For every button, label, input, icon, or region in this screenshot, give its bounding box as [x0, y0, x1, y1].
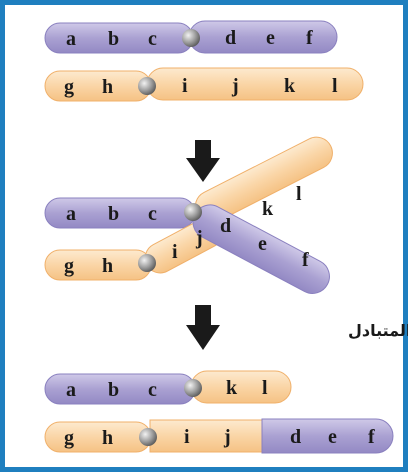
gene-label: h — [102, 427, 113, 449]
gene-label: i — [182, 75, 188, 97]
gene-label: k — [262, 198, 274, 220]
stage-3: a b c k l g h i j d e f — [44, 370, 394, 454]
gene-label: e — [258, 233, 267, 255]
chromosome-bottom — [44, 418, 394, 454]
gene-label: l — [262, 377, 268, 399]
centromere — [138, 77, 156, 95]
down-arrow-icon — [186, 140, 220, 182]
gene-label: j — [231, 75, 239, 97]
gene-label: g — [64, 255, 74, 277]
gene-label: b — [108, 28, 119, 50]
caption-translocation: الانتقال المتبادل — [348, 321, 408, 340]
purple-arm-tail — [261, 418, 394, 454]
gene-label: i — [172, 241, 178, 263]
gene-label: g — [64, 76, 74, 98]
gene-label: i — [184, 426, 190, 448]
gene-label: b — [108, 203, 119, 225]
centromere — [184, 203, 202, 221]
gene-label: k — [284, 75, 296, 97]
centromere — [138, 254, 156, 272]
gene-label: g — [64, 427, 74, 449]
gene-label: d — [290, 426, 301, 448]
centromere — [182, 29, 200, 47]
gene-label: j — [223, 426, 231, 448]
gene-label: d — [220, 215, 231, 237]
centromere — [184, 379, 202, 397]
orange-arm-left — [44, 70, 152, 102]
gene-label: f — [368, 426, 375, 448]
orange-arm-right — [146, 67, 364, 101]
orange-arm-left — [44, 421, 152, 453]
gene-label: k — [226, 377, 238, 399]
gene-label: f — [302, 249, 309, 271]
gene-label: c — [148, 379, 157, 401]
gene-label: a — [66, 203, 76, 225]
gene-label: h — [102, 76, 113, 98]
orange-arm-mid — [149, 419, 263, 453]
orange-arm-right — [190, 370, 292, 404]
chromosome-purple — [44, 20, 338, 54]
stage-2: a b c k l d e f g h i j — [44, 136, 333, 294]
chromosome-top — [44, 370, 292, 405]
down-arrow-icon — [186, 305, 220, 350]
gene-label: f — [306, 27, 313, 49]
stage-1: a b c d e f g h i j k l — [44, 20, 364, 102]
gene-label: a — [66, 379, 76, 401]
gene-label: d — [225, 27, 236, 49]
gene-label: h — [102, 255, 113, 277]
gene-label: l — [332, 75, 338, 97]
gene-label: l — [296, 183, 302, 205]
orange-arm-left — [44, 249, 152, 281]
gene-label: b — [108, 379, 119, 401]
chromosome-orange — [44, 67, 364, 102]
purple-arm-right — [188, 20, 338, 54]
gene-label: e — [266, 27, 275, 49]
gene-label: j — [195, 227, 203, 249]
centromere — [139, 428, 157, 446]
gene-label: a — [66, 28, 76, 50]
gene-label: c — [148, 203, 157, 225]
gene-label: e — [328, 426, 337, 448]
gene-label: c — [148, 28, 157, 50]
